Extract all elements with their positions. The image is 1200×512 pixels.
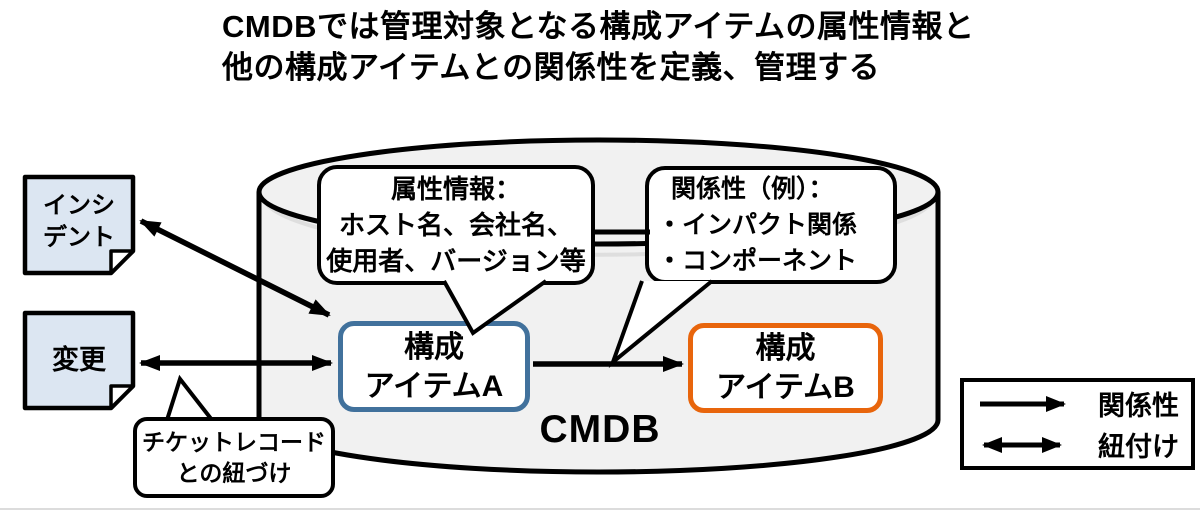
config-item-b-box: 構成 アイテムB <box>688 323 883 413</box>
double-arrow-icon <box>982 436 1062 453</box>
relation-examples-callout: 関係性（例）： ・インパクト関係 ・コンポーネント <box>645 166 897 284</box>
diagram-title-line-2: 他の構成アイテムとの関係性を定義、管理する <box>222 50 881 85</box>
single-arrow-icon <box>980 395 1066 412</box>
config-item-a-box: 構成 アイテムA <box>338 321 530 412</box>
legend-item-link: 紐付け <box>964 425 1191 464</box>
legend-label-link: 紐付け <box>1098 432 1179 462</box>
relation-callout-line: ・コンポーネント <box>657 247 858 275</box>
legend-item-relation: 関係性 <box>964 384 1191 423</box>
attribute-callout-line: ホスト名、会社名、 <box>338 210 573 240</box>
change-document-label: 変更 <box>52 345 106 375</box>
cmdb-cylinder-label: CMDB <box>539 408 661 451</box>
relation-callout-line: ・インパクト関係 <box>657 211 858 239</box>
relation-callout-line: 関係性（例）： <box>671 175 834 203</box>
incident-document-fold-icon <box>109 249 135 275</box>
attribute-callout-line: 使用者、バージョン等 <box>326 246 586 276</box>
attribute-callout-line: 属性情報： <box>390 174 521 204</box>
incident-document-label: インシ デント <box>43 192 115 251</box>
ticket-callout-line: との紐づけ <box>176 459 292 486</box>
change-document-fold-icon <box>109 384 135 410</box>
ticket-record-callout: チケットレコード との紐づけ <box>133 417 335 498</box>
ticket-callout-line: チケットレコード <box>142 428 326 455</box>
legend-label-relation: 関係性 <box>1098 391 1179 421</box>
bottom-edge-divider <box>0 508 1200 510</box>
legend-box: 関係性 紐付け <box>960 378 1195 470</box>
attribute-info-callout: 属性情報： ホスト名、会社名、 使用者、バージョン等 <box>317 165 595 285</box>
diagram-title: CMDBでは管理対象となる構成アイテムの属性情報と 他の構成アイテムとの関係性を… <box>222 6 974 88</box>
diagram-title-line-1: CMDBでは管理対象となる構成アイテムの属性情報と <box>222 9 975 44</box>
